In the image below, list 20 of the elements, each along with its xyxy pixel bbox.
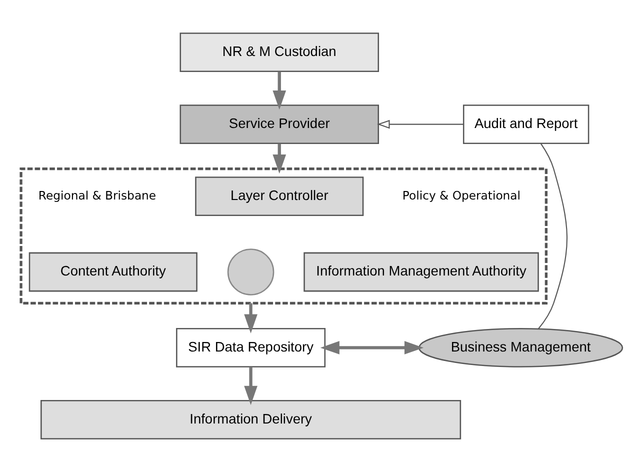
arrow xyxy=(244,367,258,405)
node-box: SIR Data Repository xyxy=(176,328,326,368)
node-ellipse: Business Management xyxy=(418,328,624,368)
arrow xyxy=(320,341,424,354)
arrow xyxy=(272,72,286,110)
node-box: Content Authority xyxy=(28,252,198,292)
node-box: Layer Controller xyxy=(195,176,364,216)
node-box: Information Management Authority xyxy=(304,252,539,292)
node-box: Audit and Report xyxy=(462,104,590,144)
arrow xyxy=(377,120,464,129)
node-circle xyxy=(227,248,274,296)
arrow xyxy=(272,144,286,174)
node-box: Service Provider xyxy=(180,104,379,144)
label: Policy & Operational xyxy=(402,188,521,202)
node-box: NR & M Custodian xyxy=(180,32,379,72)
cluster xyxy=(20,167,548,305)
label: Regional & Brisbane xyxy=(38,188,156,202)
node-box: Information Delivery xyxy=(40,400,462,440)
arrow xyxy=(244,303,258,334)
connector xyxy=(538,143,568,330)
